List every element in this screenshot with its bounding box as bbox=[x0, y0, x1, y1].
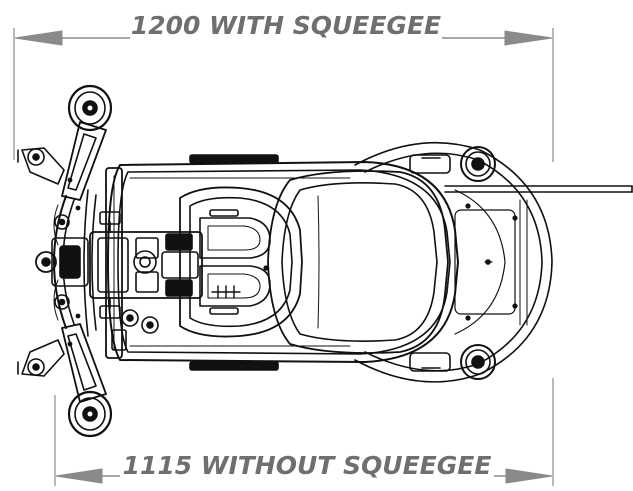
brush-deck bbox=[354, 141, 553, 383]
arrowhead-left-top bbox=[14, 30, 63, 46]
dimension-label-without-squeegee: 1115 WITHOUT SQUEEGEE bbox=[123, 451, 492, 480]
squeegee-wheel-bottom bbox=[67, 390, 113, 438]
machine-outline bbox=[17, 84, 633, 438]
dimension-top bbox=[13, 8, 554, 162]
dimension-bottom bbox=[54, 378, 554, 486]
rear-wheel-top bbox=[409, 146, 496, 182]
arrowhead-left-bottom bbox=[55, 468, 103, 484]
control-block bbox=[89, 211, 203, 351]
chassis bbox=[107, 154, 459, 371]
seat-recess bbox=[179, 186, 303, 338]
tank-lid bbox=[267, 170, 449, 354]
front-frame bbox=[83, 167, 123, 359]
dimension-label-with-squeegee: 1200 WITH SQUEEGEE bbox=[131, 11, 441, 40]
arrowhead-right-bottom bbox=[505, 468, 553, 484]
rear-wheel-bottom bbox=[409, 344, 496, 380]
squeegee-assembly bbox=[17, 121, 107, 403]
squeegee-wheel-top bbox=[67, 84, 113, 132]
arrowhead-right-top bbox=[504, 30, 553, 46]
